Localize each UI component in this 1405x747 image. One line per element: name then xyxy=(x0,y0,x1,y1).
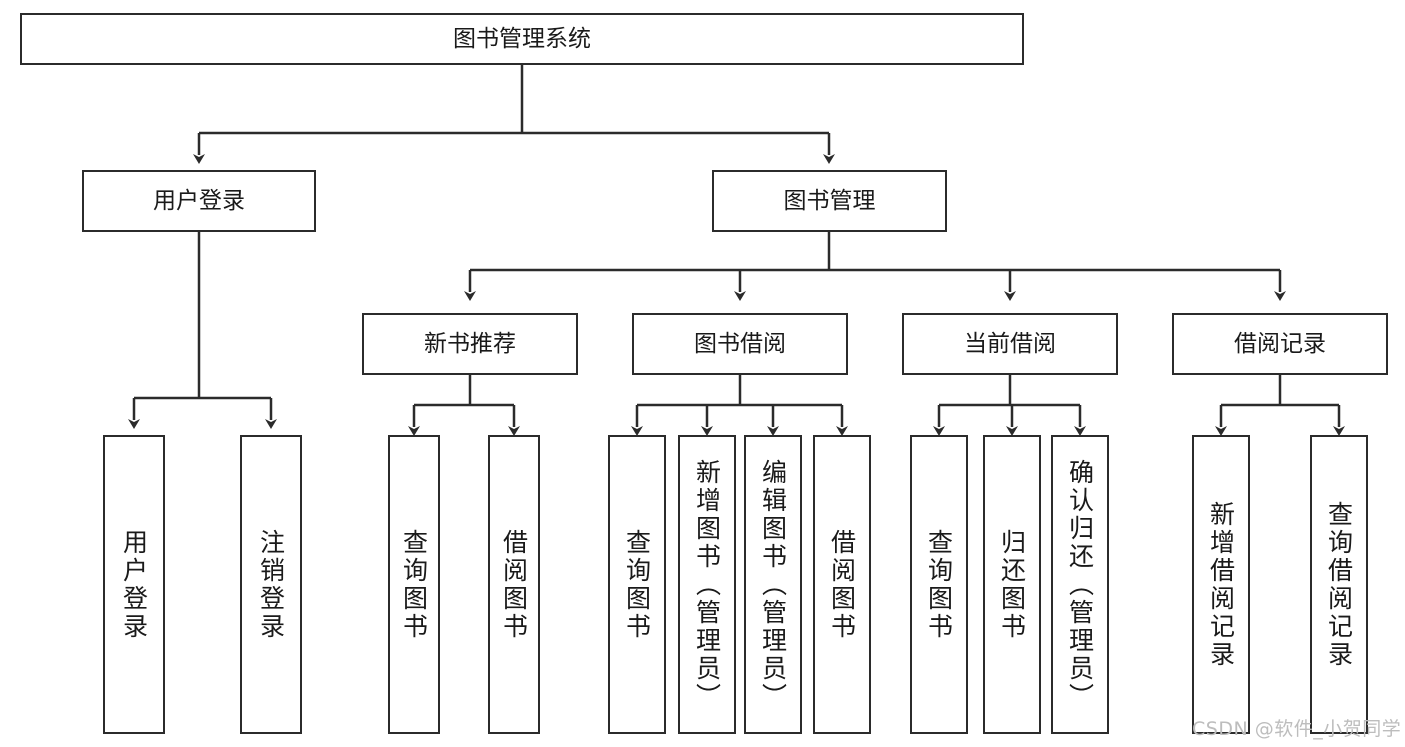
node-root-label: 图书管理系统 xyxy=(453,25,591,52)
node-leaf-query-record-label: 查询借阅记录 xyxy=(1324,500,1354,669)
node-leaf-edit-book-label: 编辑图书（管理员） xyxy=(758,458,788,711)
node-leaf-borrow-book-2[interactable]: 借阅图书 xyxy=(813,435,871,734)
node-leaf-user-login-label: 用户登录 xyxy=(119,528,149,641)
node-leaf-query-record[interactable]: 查询借阅记录 xyxy=(1310,435,1368,734)
node-leaf-return-book-label: 归还图书 xyxy=(997,528,1027,641)
node-leaf-query-book-2[interactable]: 查询图书 xyxy=(608,435,666,734)
node-leaf-user-login[interactable]: 用户登录 xyxy=(103,435,165,734)
node-book-borrow[interactable]: 图书借阅 xyxy=(632,313,848,375)
node-leaf-edit-book[interactable]: 编辑图书（管理员） xyxy=(744,435,802,734)
node-book-manage-label: 图书管理 xyxy=(783,187,876,214)
node-leaf-query-book-3-label: 查询图书 xyxy=(924,528,954,641)
node-new-book-rec[interactable]: 新书推荐 xyxy=(362,313,578,375)
node-leaf-add-book-label: 新增图书（管理员） xyxy=(692,458,722,711)
node-leaf-borrow-book-1[interactable]: 借阅图书 xyxy=(488,435,540,734)
node-book-borrow-label: 图书借阅 xyxy=(694,330,786,357)
node-user-login-label: 用户登录 xyxy=(153,187,245,214)
node-borrow-record[interactable]: 借阅记录 xyxy=(1172,313,1388,375)
node-leaf-user-logout-label: 注销登录 xyxy=(256,528,286,641)
node-leaf-borrow-book-1-label: 借阅图书 xyxy=(499,528,529,641)
node-leaf-return-book[interactable]: 归还图书 xyxy=(983,435,1041,734)
node-current-borrow-label: 当前借阅 xyxy=(964,330,1056,357)
node-root[interactable]: 图书管理系统 xyxy=(20,13,1024,65)
node-new-book-rec-label: 新书推荐 xyxy=(424,330,516,357)
node-leaf-add-book[interactable]: 新增图书（管理员） xyxy=(678,435,736,734)
node-leaf-borrow-book-2-label: 借阅图书 xyxy=(827,528,857,641)
node-leaf-user-logout[interactable]: 注销登录 xyxy=(240,435,302,734)
node-leaf-query-book-1[interactable]: 查询图书 xyxy=(388,435,440,734)
node-leaf-query-book-2-label: 查询图书 xyxy=(622,528,652,641)
node-leaf-query-book-3[interactable]: 查询图书 xyxy=(910,435,968,734)
node-current-borrow[interactable]: 当前借阅 xyxy=(902,313,1118,375)
node-leaf-query-book-1-label: 查询图书 xyxy=(399,528,429,641)
node-leaf-confirm-return[interactable]: 确认归还（管理员） xyxy=(1051,435,1109,734)
node-leaf-add-record-label: 新增借阅记录 xyxy=(1206,500,1236,669)
node-borrow-record-label: 借阅记录 xyxy=(1234,330,1326,357)
node-book-manage[interactable]: 图书管理 xyxy=(712,170,947,232)
node-leaf-confirm-return-label: 确认归还（管理员） xyxy=(1065,458,1095,711)
node-leaf-add-record[interactable]: 新增借阅记录 xyxy=(1192,435,1250,734)
node-user-login[interactable]: 用户登录 xyxy=(82,170,316,232)
